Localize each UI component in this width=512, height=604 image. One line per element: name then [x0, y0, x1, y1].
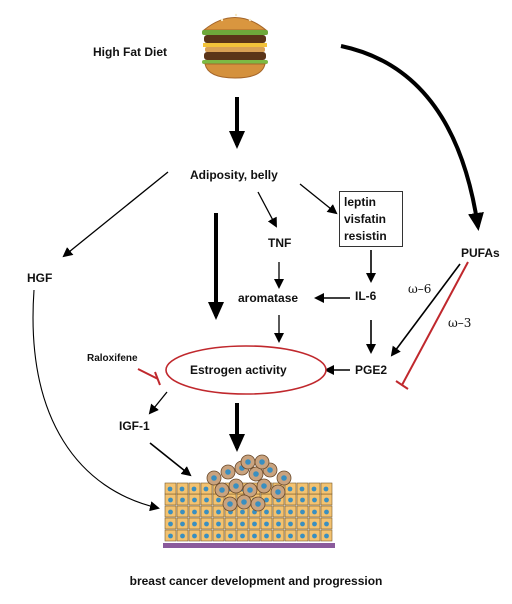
adipokines-box: leptin visfatin resistin [339, 191, 403, 247]
visfatin-label: visfatin [344, 212, 387, 226]
arrows [32, 44, 484, 512]
high-fat-diet-label: High Fat Diet [93, 45, 167, 59]
raloxifene-label: Raloxifene [87, 353, 138, 364]
arrow-estrogen-to-igf1 [148, 391, 168, 415]
arrow-adiposity-to-tnf [257, 191, 277, 228]
hamburger-icon [202, 13, 268, 79]
arrow-hgf-to-tumor [32, 289, 160, 512]
inhibition-lines [137, 261, 469, 390]
igf1-label: IGF-1 [119, 419, 150, 433]
arrow-omega6-to-pge2 [390, 263, 461, 357]
estrogen-label: Estrogen activity [190, 363, 287, 377]
arrow-adiposity-to-hgf [62, 171, 169, 258]
il6-label: IL-6 [355, 289, 377, 303]
arrow-adiposity-to-adipokines [299, 183, 338, 215]
breast-tissue-cells-icon [163, 454, 335, 548]
tnf-label: TNF [268, 236, 292, 250]
hgf-label: HGF [27, 271, 53, 285]
resistin-label: resistin [344, 229, 387, 243]
aromatase-label: aromatase [238, 291, 299, 305]
inhibition-omega3 [401, 261, 469, 386]
arrow-igf1-to-tumor [149, 442, 192, 477]
adiposity-label: Adiposity, belly [190, 168, 278, 182]
estrogen-ellipse [165, 345, 327, 395]
arrow-diet-to-pufas [340, 44, 484, 231]
leptin-label: leptin [344, 195, 376, 209]
omega6-label: ω–6 [408, 282, 432, 296]
inhibition-raloxifene [137, 368, 159, 380]
caption: breast cancer development and progressio… [129, 574, 383, 588]
omega3-label: ω–3 [448, 316, 472, 330]
pge2-label: PGE2 [355, 363, 388, 377]
pufas-label: PUFAs [461, 246, 500, 260]
